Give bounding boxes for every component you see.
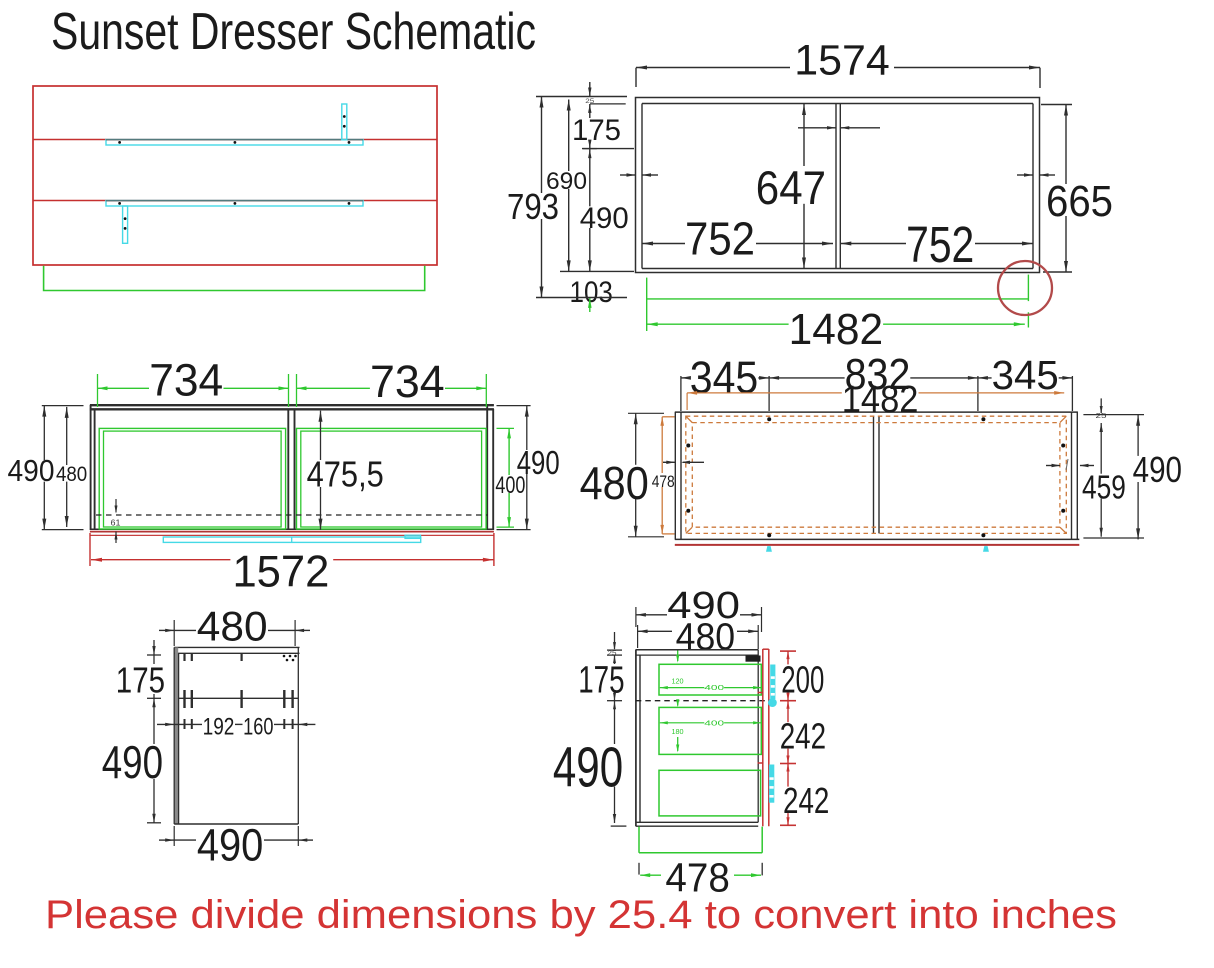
svg-text:490: 490 (667, 584, 740, 627)
svg-text:752: 752 (906, 216, 974, 273)
svg-text:120: 120 (671, 676, 683, 685)
svg-text:Sunset Dresser Schematic: Sunset Dresser Schematic (51, 3, 536, 61)
svg-text:480: 480 (580, 457, 649, 509)
svg-text:1482: 1482 (789, 306, 884, 354)
svg-text:175: 175 (116, 661, 165, 701)
svg-text:480: 480 (197, 603, 268, 650)
svg-text:400: 400 (704, 718, 724, 727)
svg-text:175: 175 (572, 114, 621, 147)
svg-text:1574: 1574 (794, 38, 890, 85)
svg-text:25: 25 (1096, 411, 1107, 420)
svg-text:478: 478 (665, 855, 729, 901)
svg-text:478: 478 (652, 472, 675, 491)
svg-text:490: 490 (197, 819, 264, 870)
svg-text:480: 480 (676, 616, 736, 659)
svg-text:242: 242 (780, 716, 826, 757)
svg-text:490: 490 (553, 735, 623, 799)
svg-text:490: 490 (102, 736, 163, 788)
svg-text:793: 793 (507, 187, 559, 227)
svg-text:345: 345 (690, 352, 759, 403)
svg-text:61: 61 (111, 518, 121, 528)
svg-text:490: 490 (1133, 450, 1182, 490)
svg-text:242: 242 (783, 780, 829, 821)
svg-text:103: 103 (570, 276, 613, 309)
svg-text:734: 734 (149, 355, 223, 406)
svg-text:Please divide dimensions by 25: Please divide dimensions by 25.4 to conv… (45, 893, 1117, 937)
svg-text:459: 459 (1082, 468, 1126, 506)
svg-text:480: 480 (56, 462, 87, 486)
svg-text:1482: 1482 (842, 378, 919, 420)
svg-text:832: 832 (845, 351, 911, 399)
svg-text:490: 490 (580, 202, 629, 235)
svg-text:345: 345 (992, 352, 1059, 398)
svg-text:200: 200 (781, 659, 824, 702)
svg-text:25: 25 (608, 650, 618, 657)
svg-text:400: 400 (704, 683, 724, 692)
svg-text:25: 25 (585, 98, 595, 105)
svg-text:752: 752 (685, 212, 755, 264)
svg-text:400: 400 (495, 472, 525, 499)
svg-text:665: 665 (1046, 177, 1113, 226)
svg-text:647: 647 (756, 162, 826, 215)
svg-text:475,5: 475,5 (307, 454, 384, 495)
svg-text:192: 192 (203, 715, 235, 741)
svg-text:490: 490 (517, 444, 560, 481)
svg-text:175: 175 (578, 659, 624, 702)
svg-text:490: 490 (8, 454, 55, 488)
svg-text:180: 180 (671, 727, 683, 736)
svg-text:690: 690 (546, 168, 587, 195)
svg-text:160: 160 (243, 715, 273, 741)
svg-text:1572: 1572 (232, 547, 329, 596)
svg-text:734: 734 (370, 356, 445, 407)
